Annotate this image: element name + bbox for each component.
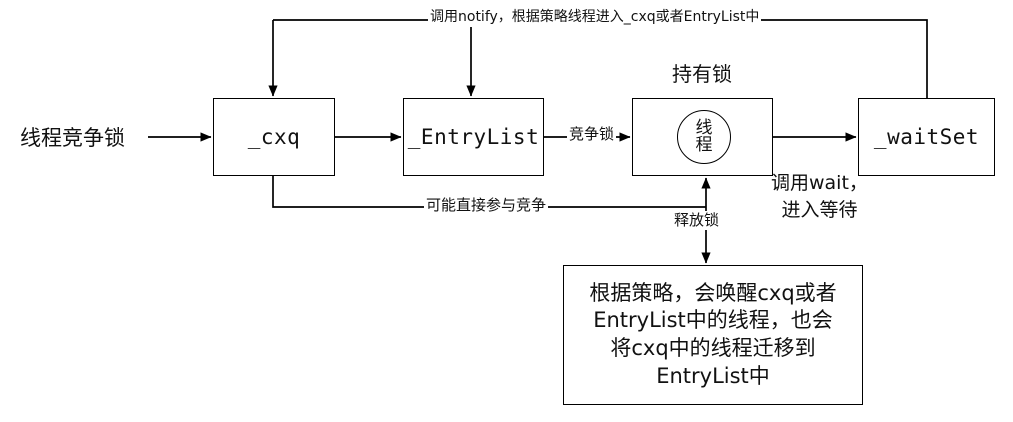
thread-circle-line2: 程 <box>695 135 713 155</box>
node-lock-owner-thread[interactable]: 线 程 <box>632 98 773 176</box>
label-thread-contends-lock: 线程竞争锁 <box>20 126 125 150</box>
note-box-line4: EntryList中 <box>656 363 770 388</box>
edge-label-contend-lock: 竞争锁 <box>567 125 617 144</box>
note-box: 根据策略，会唤醒cxq或者 EntryList中的线程，也会 将cxq中的线程迁… <box>563 265 863 405</box>
edge-label-maybe-direct-contend: 可能直接参与竞争 <box>424 196 549 215</box>
note-box-text: 根据策略，会唤醒cxq或者 EntryList中的线程，也会 将cxq中的线程迁… <box>589 280 836 391</box>
node-cxq-label: _cxq <box>247 125 301 149</box>
thread-circle-icon: 线 程 <box>677 110 731 164</box>
node-entrylist[interactable]: _EntryList <box>403 98 544 176</box>
node-entrylist-label: _EntryList <box>407 125 540 149</box>
thread-circle-line1: 线 <box>695 118 713 138</box>
note-box-line1: 根据策略，会唤醒cxq或者 <box>589 280 837 305</box>
note-box-line3: 将cxq中的线程迁移到 <box>610 336 816 360</box>
node-waitset[interactable]: _waitSet <box>858 98 995 176</box>
node-waitset-label: _waitSet <box>873 125 980 149</box>
edge-label-call-wait: 调用wait， 进入等待 <box>771 168 868 222</box>
label-holds-lock: 持有锁 <box>672 62 732 86</box>
note-box-line2: EntryList中的线程，也会 <box>593 308 833 333</box>
edge-label-call-wait-line1: 调用wait， <box>771 172 868 194</box>
edge-label-call-wait-line2: 进入等待 <box>781 199 858 221</box>
edge-label-notify: 调用notify，根据策略线程进入_cxq或者EntryList中 <box>428 9 762 27</box>
edge-label-release-lock: 释放锁 <box>672 211 722 230</box>
node-cxq[interactable]: _cxq <box>213 98 335 176</box>
